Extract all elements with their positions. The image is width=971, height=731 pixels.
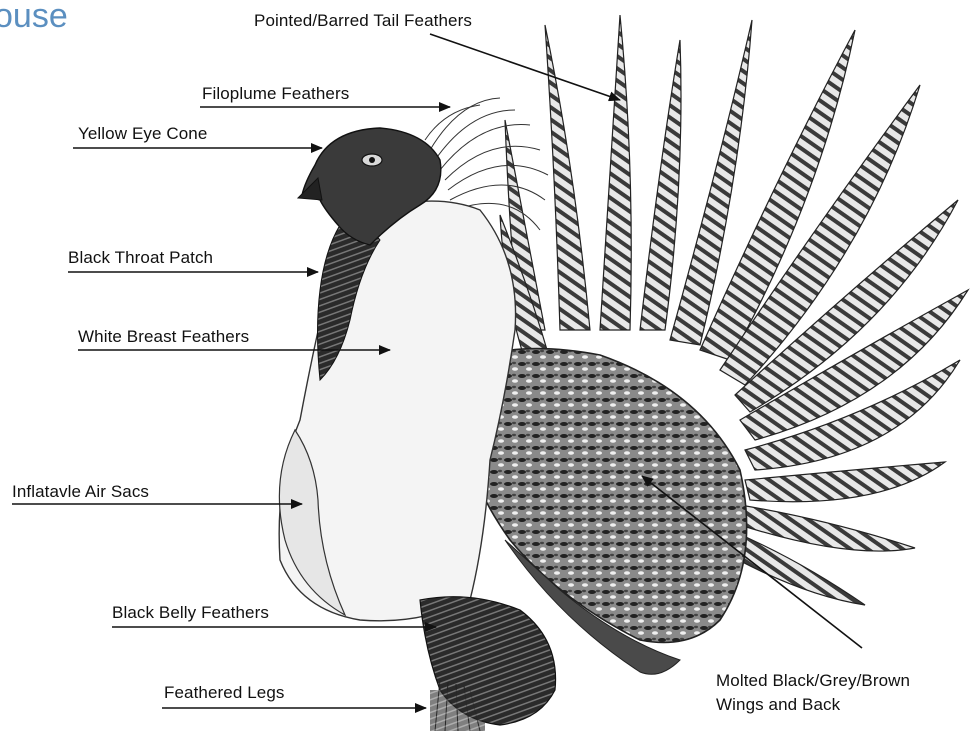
eye [369,157,375,163]
tail-feather [740,505,915,551]
arrow-tail [430,34,620,100]
tail-feather [640,40,681,330]
label-filoplume-feathers: Filoplume Feathers [202,84,349,104]
leg-post [430,690,485,731]
label-yellow-eye-cone: Yellow Eye Cone [78,124,207,144]
tail-feather [545,25,590,330]
label-tail-feathers: Pointed/Barred Tail Feathers [254,11,472,31]
tail-feather [600,15,631,330]
label-feathered-legs: Feathered Legs [164,683,284,703]
label-air-sacs: Inflatavle Air Sacs [12,482,149,502]
label-black-throat-patch: Black Throat Patch [68,248,213,268]
label-white-breast-feathers: White Breast Feathers [78,327,249,347]
label-wings-and-back: Molted Black/Grey/Brown Wings and Back [716,669,910,717]
label-black-belly-feathers: Black Belly Feathers [112,603,269,623]
